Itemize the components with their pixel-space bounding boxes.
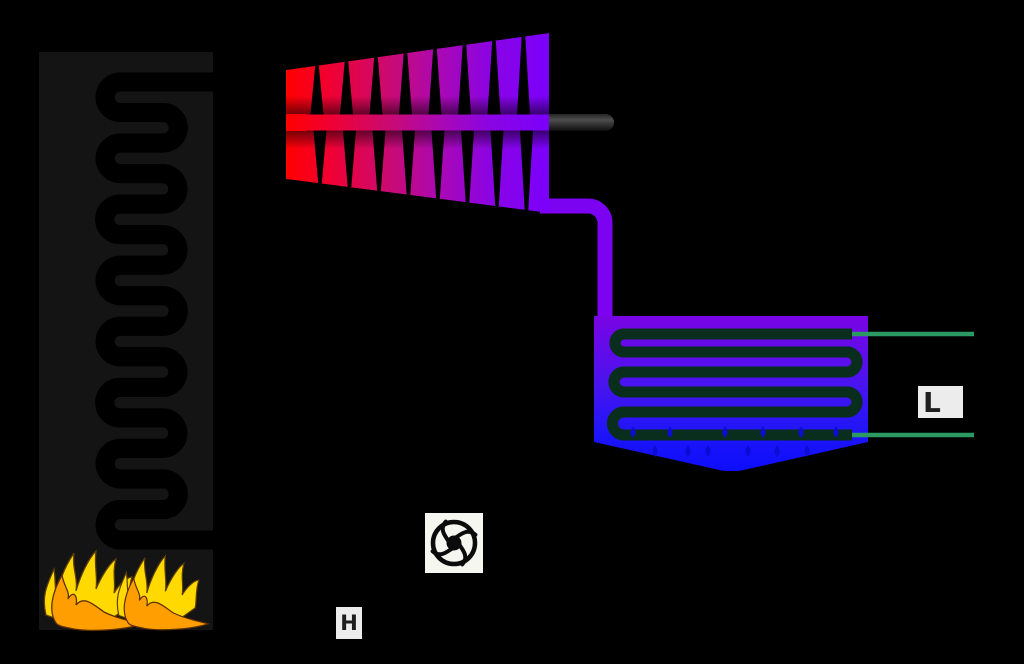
pump-icon (425, 513, 483, 573)
label-low-temperature: L (918, 385, 963, 419)
pump-impeller-blades (430, 519, 478, 567)
cooling-water-lines (852, 331, 974, 438)
label-low-text: L (923, 385, 941, 419)
steam-exhaust-pipe (540, 198, 613, 322)
label-high-temperature: H (336, 607, 362, 639)
steam-turbine (286, 33, 614, 213)
working-fluid-pipe (105, 72, 731, 550)
pump-ring (430, 519, 478, 567)
turbine-blade-gaps (310, 36, 533, 211)
cooling-water-coil (613, 328, 858, 441)
pump-hub (446, 535, 462, 551)
label-high-text: H (340, 611, 358, 635)
